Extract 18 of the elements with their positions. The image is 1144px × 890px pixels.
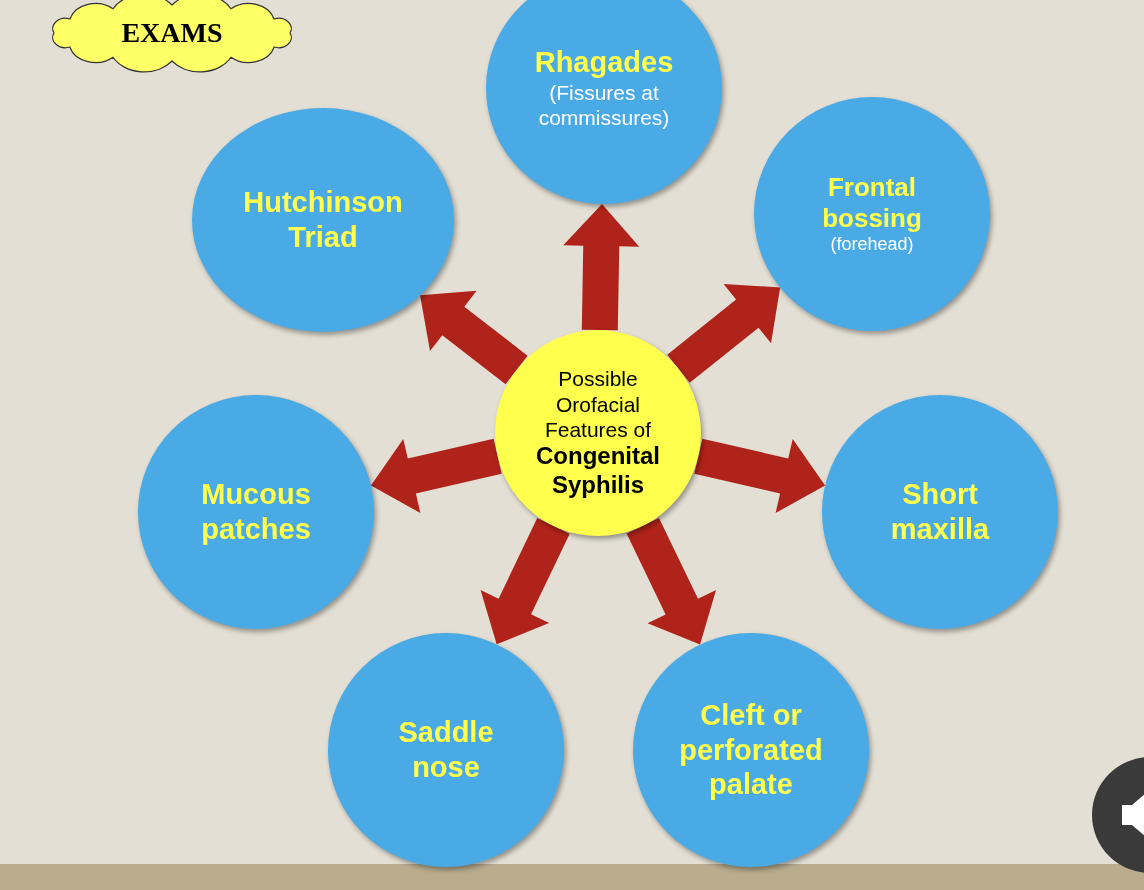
feature-label: Cleft or perforated palate bbox=[678, 697, 824, 803]
feature-label: Rhagades bbox=[533, 45, 675, 81]
feature-label: Mucous patches bbox=[200, 477, 312, 547]
block-arrow bbox=[480, 518, 570, 645]
center-label: Possible Orofacial Features of Congenital Syphilis bbox=[535, 366, 661, 500]
feature-label: Short maxilla bbox=[889, 477, 991, 547]
feature-label: Hutchinson Triad bbox=[242, 185, 404, 255]
block-arrow bbox=[563, 204, 640, 331]
block-arrow bbox=[694, 438, 826, 514]
block-arrow bbox=[667, 283, 781, 383]
feature-note: (Fissures at commissures) bbox=[537, 80, 671, 131]
block-arrow bbox=[626, 517, 717, 645]
feature-note: (forehead) bbox=[829, 234, 915, 256]
feature-label: Frontal bossing bbox=[821, 172, 923, 235]
feature-label: Saddle nose bbox=[397, 715, 495, 785]
cloud-label: EXAMS bbox=[121, 17, 223, 49]
block-arrow bbox=[420, 290, 528, 385]
block-arrow bbox=[370, 438, 502, 514]
